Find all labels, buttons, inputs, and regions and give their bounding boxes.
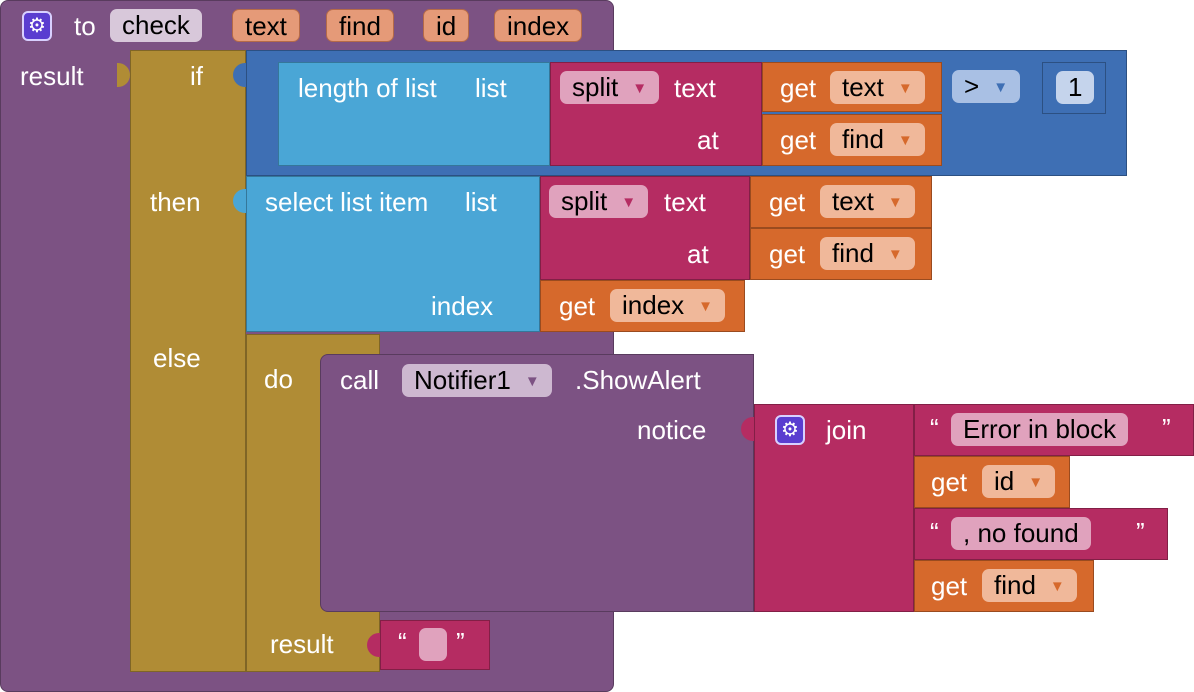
get-label: get <box>769 187 806 217</box>
get-label: get <box>780 125 817 155</box>
get-text-dropdown[interactable]: text▼ <box>830 71 925 104</box>
get-index-dropdown[interactable]: index▼ <box>610 289 726 322</box>
call-label: call <box>340 365 380 395</box>
split-dropdown[interactable]: split▼ <box>560 71 660 104</box>
param-find[interactable]: find <box>326 9 394 42</box>
select-index-label: index <box>431 291 494 321</box>
split-at-label: at <box>697 125 719 155</box>
param-index[interactable]: index <box>494 9 583 42</box>
triangle-down-icon: ▼ <box>698 298 714 315</box>
empty-string-field[interactable] <box>419 628 447 661</box>
get-label: get <box>559 291 596 321</box>
length-list-label: list <box>475 73 507 103</box>
procedure-name-field[interactable]: check <box>110 9 202 42</box>
then-socket <box>233 189 246 213</box>
get-id-dropdown[interactable]: id▼ <box>982 465 1056 498</box>
quote-close: ” <box>456 627 465 657</box>
get-text-dropdown[interactable]: text▼ <box>820 185 915 218</box>
notice-label: notice <box>637 415 707 445</box>
quote-open: “ <box>930 517 939 547</box>
length-of-list-block[interactable] <box>278 62 550 166</box>
get-label: get <box>780 73 817 103</box>
else-label: else <box>153 343 201 373</box>
get-find-dropdown[interactable]: find▼ <box>982 569 1077 602</box>
triangle-down-icon: ▼ <box>621 194 637 211</box>
result-socket <box>367 633 380 657</box>
if-else-block[interactable] <box>130 50 246 672</box>
procedure-result-label: result <box>20 61 84 91</box>
do-result-label: result <box>270 629 334 659</box>
then-label: then <box>150 187 201 217</box>
join-label: join <box>826 415 867 445</box>
quote-close: ” <box>1136 517 1145 547</box>
triangle-down-icon: ▼ <box>1049 578 1065 595</box>
triangle-down-icon: ▼ <box>887 246 903 263</box>
method-label: .ShowAlert <box>575 365 701 395</box>
string-field-error[interactable]: Error in block <box>951 413 1129 446</box>
notifier-component-dropdown[interactable]: Notifier1▼ <box>402 364 552 397</box>
notice-socket <box>741 417 754 441</box>
length-of-list-label: length of list <box>298 73 437 103</box>
triangle-down-icon: ▼ <box>1028 474 1044 491</box>
string-field-no-found[interactable]: , no found <box>951 517 1091 550</box>
call-notifier-block[interactable] <box>320 354 754 612</box>
param-text[interactable]: text <box>232 9 300 42</box>
if-label: if <box>190 61 203 91</box>
triangle-down-icon: ▼ <box>524 373 540 390</box>
split-dropdown[interactable]: split▼ <box>549 185 649 218</box>
gear-icon[interactable]: ⚙ <box>775 415 805 445</box>
triangle-down-icon: ▼ <box>897 132 913 149</box>
number-field[interactable]: 1 <box>1056 71 1095 104</box>
select-list-label: list <box>465 187 497 217</box>
select-list-item-label: select list item <box>265 187 429 217</box>
param-id[interactable]: id <box>423 9 470 42</box>
get-label: get <box>931 571 968 601</box>
result-connector <box>117 63 130 87</box>
triangle-down-icon: ▼ <box>632 80 648 97</box>
compare-operator-dropdown[interactable]: >▼ <box>952 70 1021 103</box>
split-text-label: text <box>674 73 716 103</box>
get-find-dropdown[interactable]: find▼ <box>820 237 915 270</box>
quote-open: “ <box>398 627 407 657</box>
quote-close: ” <box>1162 413 1171 443</box>
do-label: do <box>264 364 293 394</box>
if-socket <box>233 63 246 87</box>
gear-icon[interactable]: ⚙ <box>22 11 52 41</box>
get-label: get <box>931 467 968 497</box>
procedure-to-label: to <box>74 11 96 41</box>
triangle-down-icon: ▼ <box>993 79 1009 96</box>
get-label: get <box>769 239 806 269</box>
select-list-item-block[interactable] <box>246 176 540 332</box>
split-text-label: text <box>664 187 706 217</box>
triangle-down-icon: ▼ <box>887 194 903 211</box>
triangle-down-icon: ▼ <box>897 80 913 97</box>
get-find-dropdown[interactable]: find▼ <box>830 123 925 156</box>
split-at-label: at <box>687 239 709 269</box>
quote-open: “ <box>930 413 939 443</box>
